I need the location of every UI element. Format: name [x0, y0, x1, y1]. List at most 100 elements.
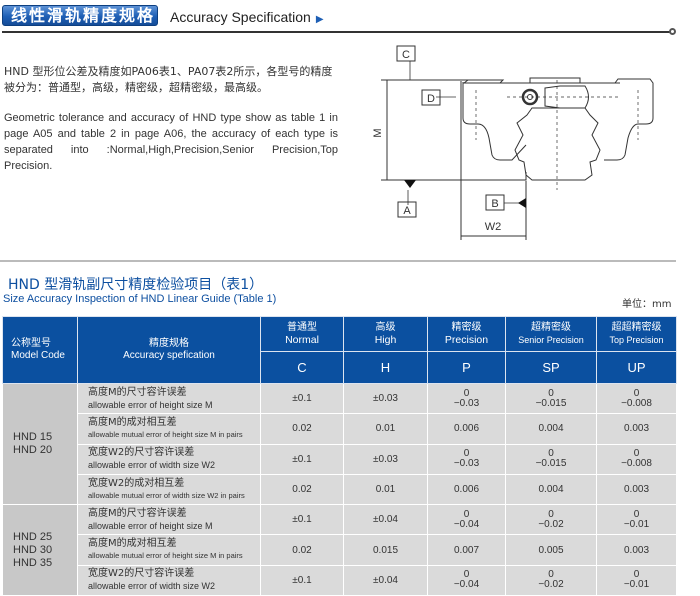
tolerance-cell: 0.01	[343, 413, 428, 445]
lower-tolerance: −0.01	[623, 579, 650, 591]
table-title-en: Size Accuracy Inspection of HND Linear G…	[3, 293, 277, 305]
upper-tolerance: 0	[633, 508, 640, 520]
header-grade: 超超精密级 Top Precision	[596, 316, 677, 352]
spec-en: allowable mutual error of width size W2 …	[88, 490, 245, 500]
lower-tolerance: −0.03	[453, 458, 480, 470]
model-code: HND 15	[13, 431, 53, 444]
lower-tolerance: −0.03	[453, 397, 480, 409]
lower-tolerance: −0.008	[621, 397, 652, 409]
tolerance-cell: ±0.1	[260, 564, 344, 596]
grade-cn: 超精密级	[531, 322, 571, 333]
model-code: HND 20	[13, 444, 53, 457]
upper-tolerance: 0	[633, 387, 640, 399]
tolerance-cell: ±0.04	[343, 564, 428, 596]
grade-code: UP	[596, 351, 677, 384]
grade-cn: 高级	[375, 322, 396, 333]
intro-en: Geometric tolerance and accuracy of HND …	[4, 112, 338, 172]
tolerance-cell: ±0.1	[260, 504, 344, 536]
tolerance-cell: 0.006	[427, 413, 506, 445]
tolerance-cell: 0.015	[343, 534, 428, 566]
divider	[0, 260, 676, 262]
lower-tolerance: −0.02	[538, 518, 564, 530]
circle-icon	[669, 28, 676, 35]
tolerance-cell: 0.01	[343, 473, 428, 506]
spec-en: allowable mutual error of height size M …	[88, 551, 243, 561]
spec-cn: 宽度W2的成对相互差	[88, 477, 185, 489]
spec-cn: 高度M的尺寸容许误差	[88, 386, 187, 398]
grade-cn: 超超精密级	[611, 322, 662, 333]
tolerance-cell: ±0.1	[260, 382, 344, 415]
tolerance-cell: 0.003	[596, 534, 677, 566]
tolerance-cell: ±0.03	[343, 443, 428, 475]
tolerance-cell: 0.007	[427, 534, 506, 566]
lower-tolerance: −0.015	[535, 458, 567, 470]
grade-en: Precision	[444, 334, 489, 346]
tolerance-cell: 0−0.015	[505, 443, 597, 475]
spec-cn: 高度M的成对相互差	[88, 538, 177, 550]
accuracy-diagram: C D M A B W2	[372, 45, 654, 240]
tolerance-cell: 0−0.008	[596, 382, 677, 415]
upper-tolerance: 0	[548, 508, 554, 520]
tolerance-cell: 0−0.01	[596, 564, 677, 596]
tolerance-cell: 0.003	[596, 473, 677, 506]
tolerance-cell: 0.005	[505, 534, 597, 566]
header-model-cn: 公称型号	[11, 338, 51, 349]
spec-en: allowable error of width size W2	[88, 581, 216, 592]
lower-tolerance: −0.008	[621, 458, 652, 470]
header-model-en: Model Code	[11, 350, 65, 361]
tolerance-cell: 0−0.02	[505, 564, 597, 596]
tolerance-cell: ±0.03	[343, 382, 428, 415]
table-title-cn: HND 型滑轨副尺寸精度检验项目（表1）	[8, 277, 264, 293]
upper-tolerance: 0	[463, 448, 470, 460]
upper-tolerance: 0	[463, 569, 470, 581]
tolerance-cell: 0−0.03	[427, 382, 506, 415]
grade-en: High	[374, 334, 397, 346]
tolerance-cell: 0−0.04	[427, 504, 506, 536]
tolerance-cell: 0−0.03	[427, 443, 506, 475]
spec-en: allowable error of width size W2	[88, 460, 216, 471]
spec-cn: 高度M的成对相互差	[88, 416, 177, 428]
tolerance-cell: 0.004	[505, 413, 597, 445]
header-spec-cn: 精度规格	[149, 338, 189, 349]
upper-tolerance: 0	[633, 448, 640, 460]
unit-label: 单位：mm	[622, 299, 672, 310]
lower-tolerance: −0.015	[535, 397, 567, 409]
tolerance-cell: 0.003	[596, 413, 677, 445]
diagram-label-b: B	[491, 198, 498, 210]
intro-cn: HND 型形位公差及精度如PA06表1、PA07表2所示，各型号的精度被分为：普…	[4, 65, 333, 94]
upper-tolerance: 0	[633, 569, 640, 581]
triangle-right-icon: ▶	[315, 14, 324, 25]
grade-cn: 普通型	[287, 322, 317, 333]
grade-en: Top Precision	[609, 335, 664, 345]
grade-code: P	[427, 351, 506, 384]
section-title-badge: 线性滑轨精度规格	[2, 5, 158, 26]
diagram-label-a: A	[403, 205, 411, 217]
spec-cn: 宽度W2的尺寸容许误差	[88, 568, 195, 580]
diagram-label-d: D	[427, 93, 435, 105]
section-title-text: Accuracy Specification	[170, 9, 311, 25]
model-code: HND 35	[13, 556, 53, 569]
diagram-label-m: M	[372, 128, 384, 137]
grade-en: Senior Precision	[518, 335, 584, 345]
diagram-label-w2: W2	[485, 221, 502, 233]
spec-en: allowable error of height size M	[88, 399, 213, 410]
tolerance-cell: 0.02	[260, 413, 344, 445]
upper-tolerance: 0	[463, 387, 470, 399]
lower-tolerance: −0.01	[623, 518, 650, 530]
